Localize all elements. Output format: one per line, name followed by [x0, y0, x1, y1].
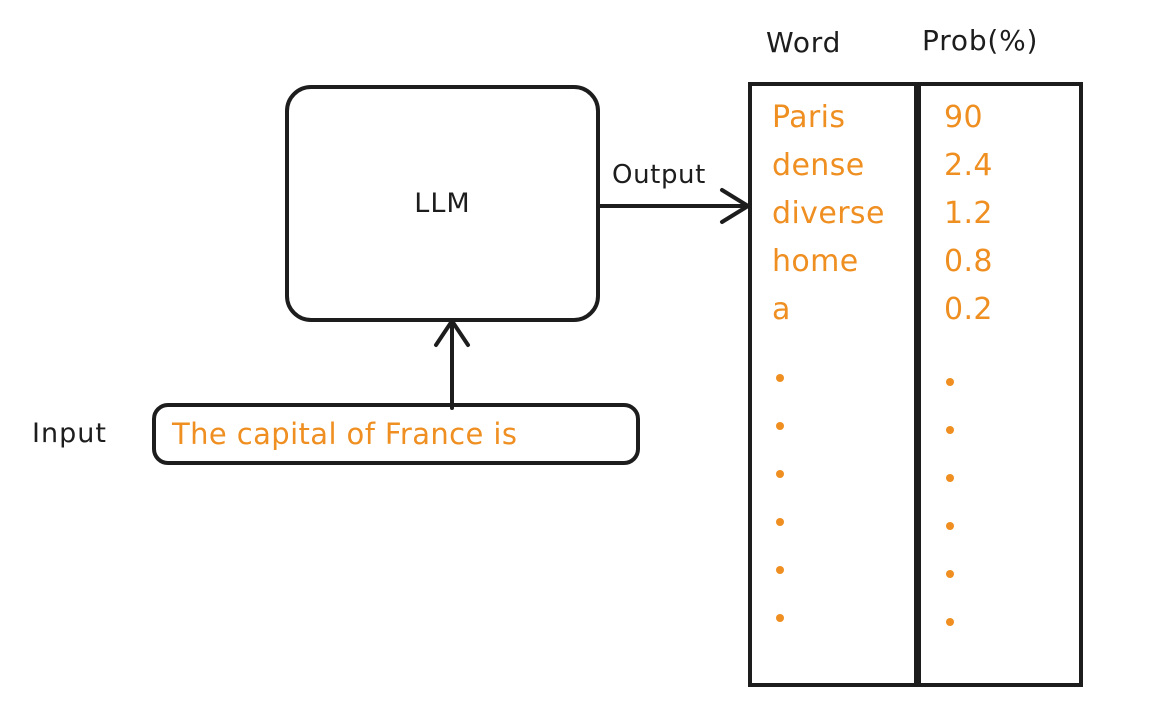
- ellipsis-dot: [946, 378, 954, 386]
- ellipsis-dot: [776, 374, 784, 382]
- ellipsis-dot: [946, 426, 954, 434]
- table-row: home: [772, 244, 859, 279]
- ellipsis-dot: [776, 518, 784, 526]
- llm-to-table-arrow: [596, 188, 750, 224]
- table-row: Paris: [772, 100, 846, 135]
- table-column-prob: 90 2.4 1.2 0.8 0.2: [921, 86, 1083, 683]
- ellipsis-dot: [946, 522, 954, 530]
- input-to-llm-arrow: [434, 319, 470, 410]
- table-row: dense: [772, 148, 865, 183]
- table-column-divider: [914, 82, 921, 687]
- table-row: 90: [944, 100, 983, 135]
- table-header-prob: Prob(%): [922, 24, 1039, 57]
- ellipsis-dot: [776, 566, 784, 574]
- table-row: 0.8: [944, 244, 993, 279]
- output-label: Output: [612, 160, 706, 190]
- input-label: Input: [32, 418, 107, 449]
- table-column-word: Paris dense diverse home a: [752, 86, 914, 683]
- ellipsis-dot: [776, 422, 784, 430]
- table-row: diverse: [772, 196, 885, 231]
- ellipsis-dot: [946, 474, 954, 482]
- probability-table: Paris dense diverse home a 90 2.4 1.2 0.…: [748, 82, 1083, 687]
- ellipsis-dot: [946, 618, 954, 626]
- ellipsis-dot: [776, 614, 784, 622]
- table-row: a: [772, 292, 791, 327]
- table-row: 2.4: [944, 148, 993, 183]
- llm-box-label: LLM: [414, 188, 471, 219]
- ellipsis-dot: [946, 570, 954, 578]
- input-box[interactable]: The capital of France is: [152, 403, 640, 465]
- table-row: 1.2: [944, 196, 993, 231]
- table-header-word: Word: [766, 26, 842, 59]
- table-row: 0.2: [944, 292, 993, 327]
- ellipsis-dot: [776, 470, 784, 478]
- llm-box: LLM: [285, 85, 600, 322]
- input-text: The capital of France is: [172, 417, 518, 451]
